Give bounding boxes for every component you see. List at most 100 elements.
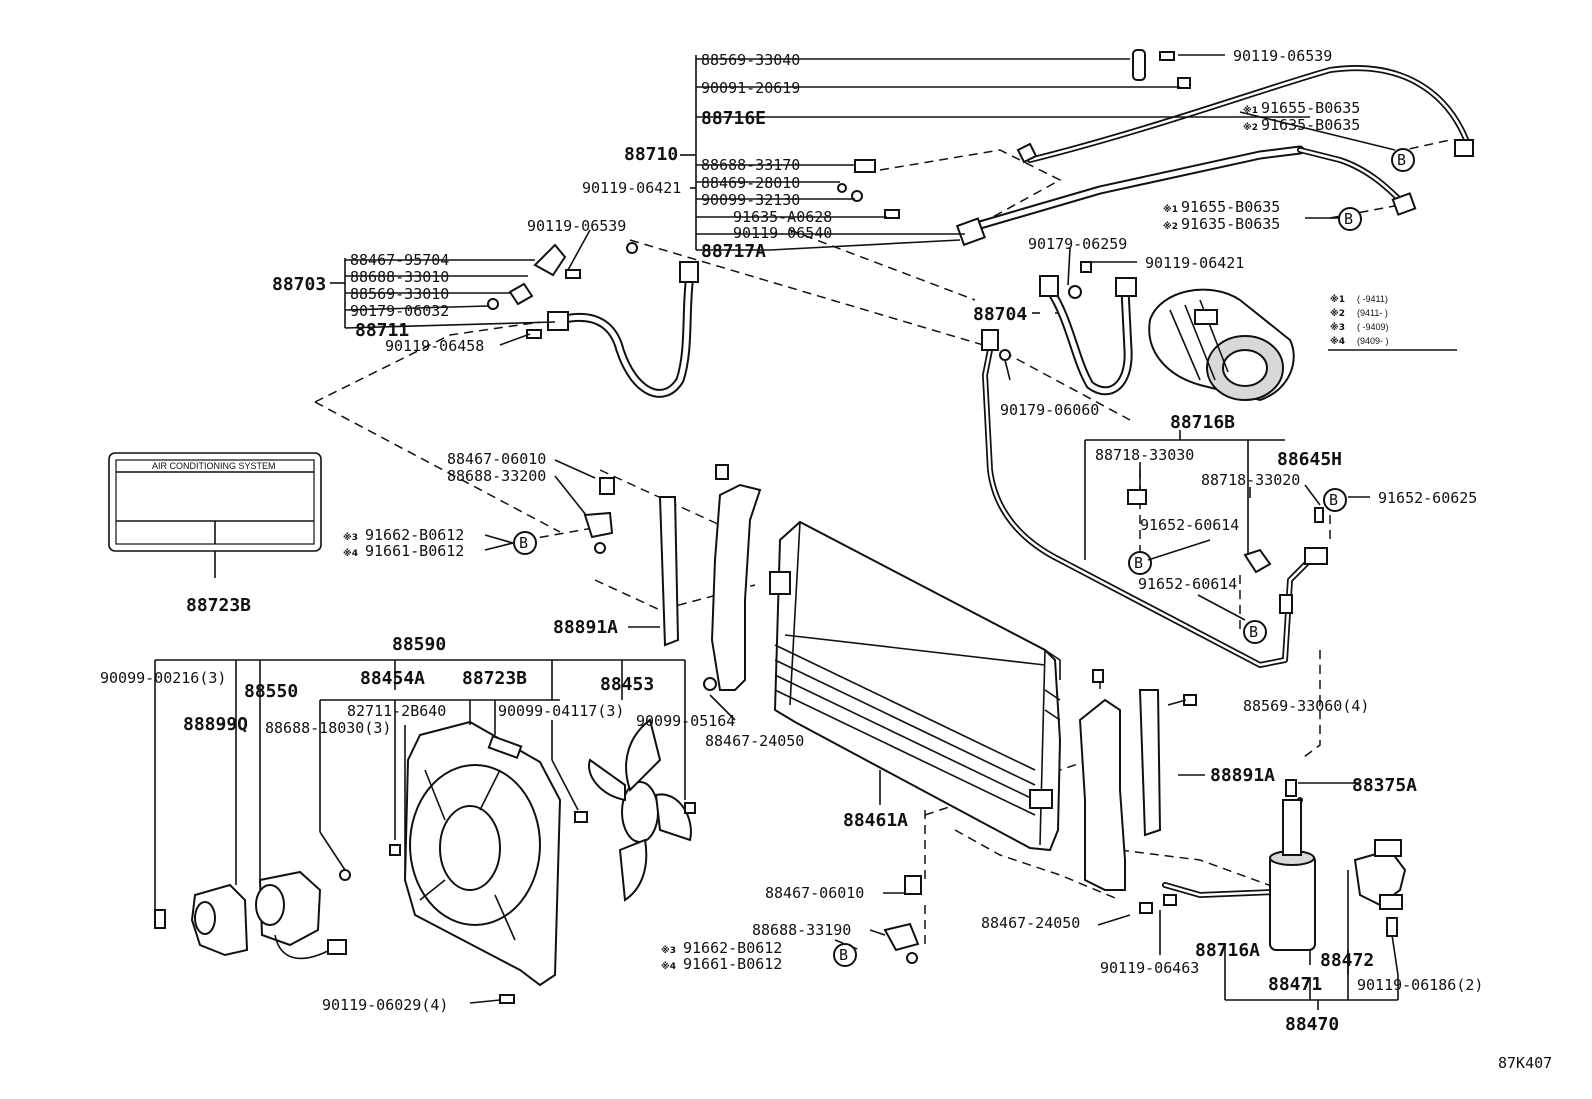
legend-range-2: (9411- ) [1357,308,1388,318]
legend-key-3: ※3 [1330,322,1345,333]
fan-shroud-88454A [403,720,562,987]
label-88703: 88703 [272,274,326,295]
label-88899Q: 88899Q [183,714,248,735]
leader-lines [154,54,1399,1010]
ref-4-b: ※4 [661,961,676,972]
circle-b-symbols: B B B B B B B [513,148,1415,967]
label-90179-06060: 90179-06060 [1000,401,1099,419]
fan-88453 [588,718,692,902]
label-88645H: 88645H [1277,449,1342,470]
label-90119-06539-top: 90119-06539 [1233,47,1332,65]
label-88569-33010: 88569-33010 [350,285,449,303]
label-90119-06539-b: 90119-06539 [527,217,626,235]
label-88454A: 88454A [360,668,425,689]
bracket-88891A-right [1078,669,1162,891]
label-88717A: 88717A [701,241,766,262]
label-90119-06540: 90119-06540 [733,224,832,242]
label-88716E: 88716E [701,108,766,129]
circle-b-4: B [1134,554,1143,572]
label-91661-B0612-a: 91661-B0612 [365,542,464,560]
label-plate-title: AIR CONDITIONING SYSTEM [152,461,276,471]
label-90119-06186: 90119-06186(2) [1357,976,1483,994]
label-88453: 88453 [600,674,654,695]
diagram-code: 87K407 [1498,1054,1552,1072]
label-91635-B0635-a: 91635-B0635 [1261,116,1360,134]
label-90099-32130: 90099-32130 [701,191,800,209]
label-90099-00216: 90099-00216(3) [100,669,226,687]
ref-1-b: ※1 [1163,204,1178,215]
label-88467-95704: 88467-95704 [350,251,449,269]
circle-b-7: B [839,946,848,964]
label-88569-33040: 88569-33040 [701,51,800,69]
legend-key-4: ※4 [1330,336,1345,347]
ref-2-a: ※2 [1243,122,1258,133]
compressor [1148,288,1295,402]
label-88590: 88590 [392,634,446,655]
ref-3-a: ※3 [343,532,358,543]
label-88375A: 88375A [1352,775,1417,796]
legend-range-1: ( -9411) [1357,294,1388,304]
label-90099-05164: 90099-05164 [636,712,735,730]
label-91635-B0635-b: 91635-B0635 [1181,215,1280,233]
motor-cover-88899Q [190,883,249,957]
label-88688-33190: 88688-33190 [752,921,851,939]
legend-range-3: ( -9409) [1357,322,1389,332]
bracket-88472 [1353,839,1407,937]
label-90179-06259: 90179-06259 [1028,235,1127,253]
suction-hose-88716E [955,65,1474,247]
bracket-88891A-left [658,464,762,691]
label-90179-06032: 90179-06032 [350,302,449,320]
label-91652-60625: 91652-60625 [1378,489,1477,507]
label-88469-28010: 88469-28010 [701,174,800,192]
label-88467-24050-a: 88467-24050 [705,732,804,750]
label-91662-B0612-a: 91662-B0612 [365,526,464,544]
label-90119-06421-a: 90119-06421 [582,179,681,197]
legend-range-4: (9409- ) [1357,336,1389,346]
label-88467-06010-b: 88467-06010 [765,884,864,902]
label-88467-06010-a: 88467-06010 [447,450,546,468]
label-82711-2B640: 82711-2B640 [347,702,446,720]
circle-b-2: B [1344,210,1353,228]
label-91661-B0612-b: 91661-B0612 [683,955,782,973]
label-91652-60614-b: 91652-60614 [1138,575,1237,593]
label-91662-B0612-b: 91662-B0612 [683,939,782,957]
label-88718-33020: 88718-33020 [1201,471,1300,489]
label-88723B-b: 88723B [462,668,527,689]
label-91652-60614-a: 91652-60614 [1140,516,1239,534]
ref-2-b: ※2 [1163,221,1178,232]
discharge-hose-88711 [508,243,699,398]
label-88688-33170: 88688-33170 [701,156,800,174]
label-88461A: 88461A [843,810,908,831]
label-88716A: 88716A [1195,940,1260,961]
label-88550: 88550 [244,681,298,702]
circle-b-6: B [519,534,528,552]
label-91655-B0635-b: 91655-B0635 [1181,198,1280,216]
hose-88704 [1039,275,1137,396]
liquid-pipe-88716B [981,329,1328,668]
label-88471: 88471 [1268,974,1322,995]
label-88710: 88710 [624,144,678,165]
label-90091-20619: 90091-20619 [701,79,800,97]
label-88688-18030: 88688-18030(3) [265,719,391,737]
receiver-dryer-88471 [1269,779,1316,951]
label-90119-06029: 90119-06029(4) [322,996,448,1014]
label-88704: 88704 [973,304,1027,325]
circle-b-1: B [1397,151,1406,169]
part-labels: 88569-33040 90119-06539 90091-20619 8871… [100,47,1552,1072]
label-91635-A0628: 91635-A0628 [733,208,832,226]
label-88470: 88470 [1285,1014,1339,1035]
label-88723B-a: 88723B [186,595,251,616]
label-88569-33060: 88569-33060(4) [1243,697,1369,715]
ref-3-b: ※3 [661,945,676,956]
ref-4-a: ※4 [343,548,358,559]
label-90099-04117: 90099-04117(3) [498,702,624,720]
label-88891A-a: 88891A [553,617,618,638]
label-88688-33010: 88688-33010 [350,268,449,286]
label-88891A-b: 88891A [1210,765,1275,786]
label-90119-06421-b: 90119-06421 [1145,254,1244,272]
ref-1-a: ※1 [1243,105,1258,116]
circle-b-3: B [1329,491,1338,509]
legend-key-2: ※2 [1330,308,1345,319]
label-88711: 88711 [355,320,409,341]
